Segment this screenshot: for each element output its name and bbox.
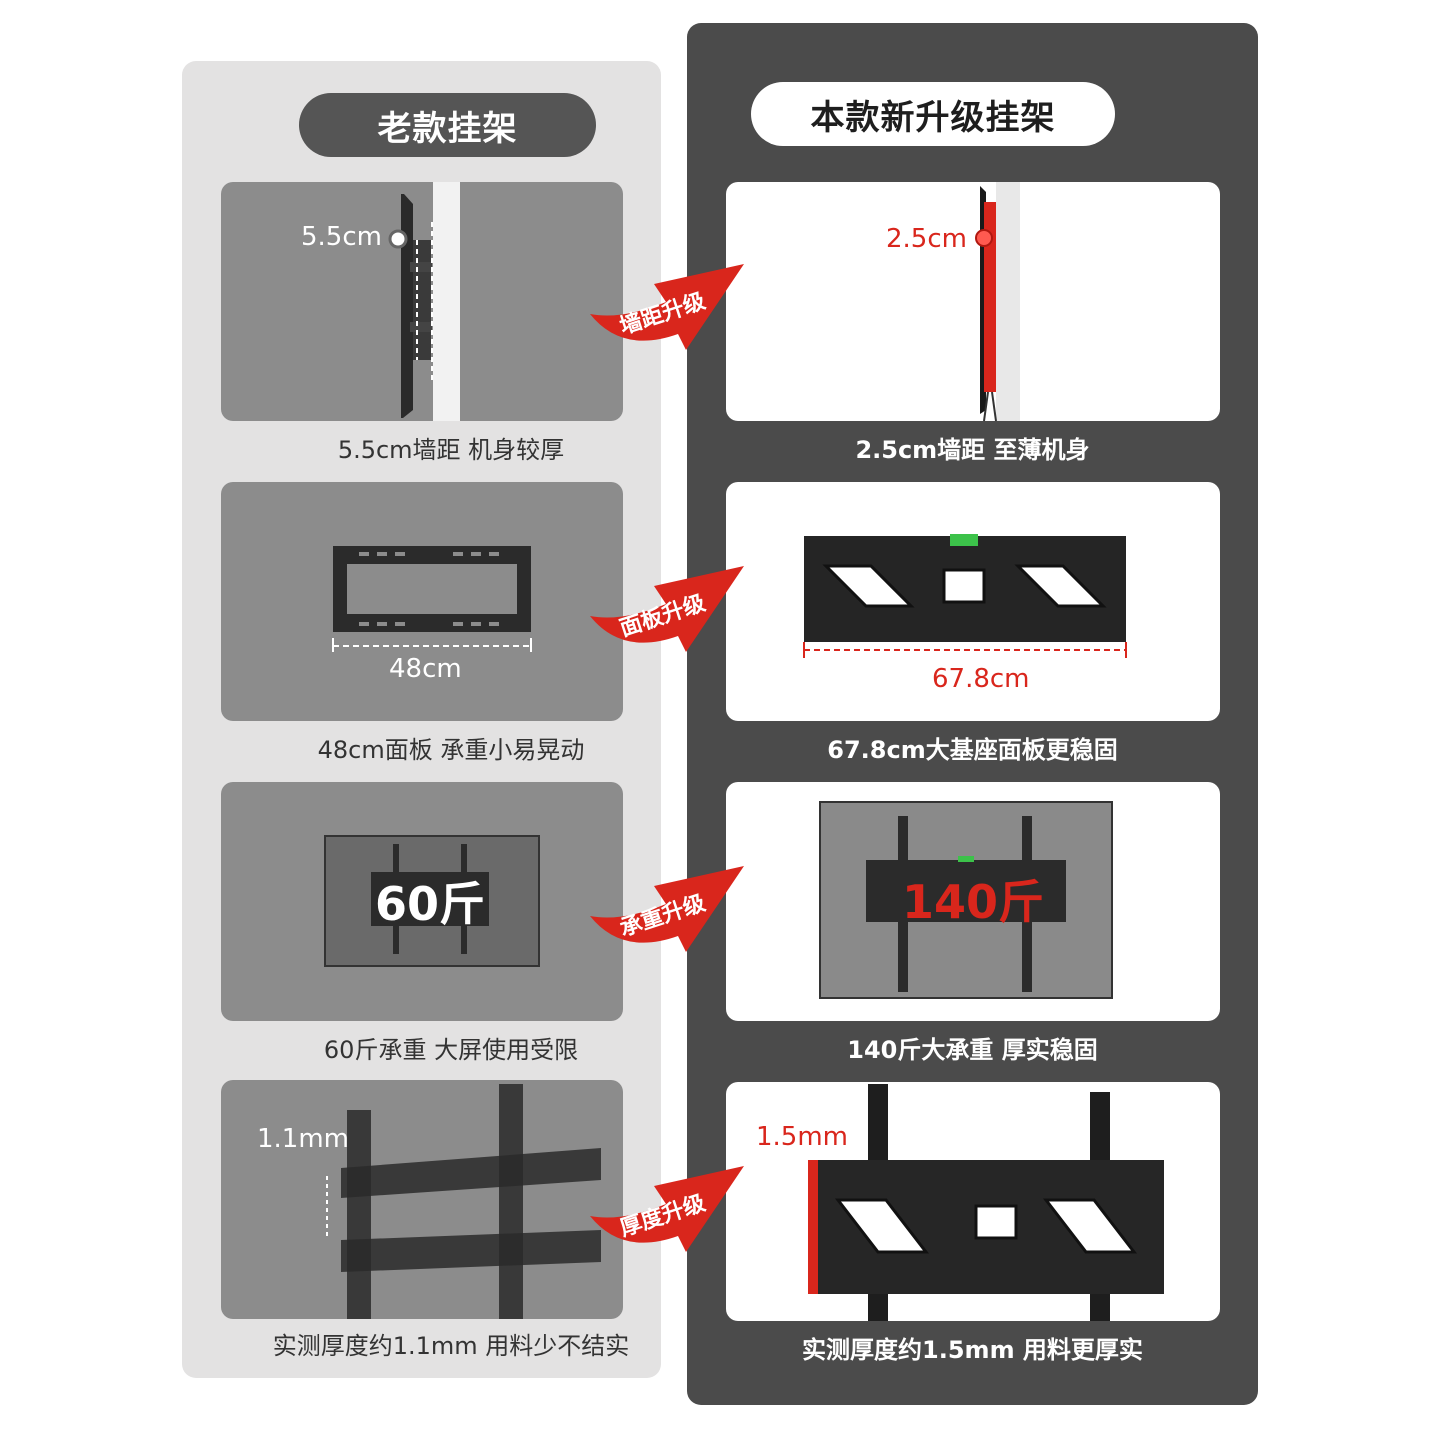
old-bracket-angle-icon	[326, 1084, 601, 1319]
red-arrow-icon	[590, 264, 744, 350]
new-load-caption: 140斤大承重 厚实稳固	[847, 1036, 1098, 1064]
new-side-profile-icon	[975, 182, 1020, 421]
new-thickness-value: 1.5mm	[756, 1122, 849, 1152]
old-wall-distance-value: 5.5cm	[301, 222, 382, 252]
upgrade-arrow-load: 承重升级	[582, 856, 752, 966]
old-load-image: 60斤	[221, 782, 623, 1021]
old-wall-distance-image: 5.5cm	[221, 182, 623, 421]
new-wall-distance-image: 2.5cm	[726, 182, 1220, 421]
new-load-image: 140斤	[726, 782, 1220, 1021]
old-panel-value: 48cm	[389, 654, 462, 684]
old-panel-caption: 48cm面板 承重小易晃动	[317, 736, 585, 764]
old-bracket-front-icon	[324, 835, 540, 967]
new-panel-value: 67.8cm	[932, 664, 1030, 694]
new-load-value: 140斤	[902, 875, 1045, 929]
upgrade-arrow-wall-distance: 墙距升级	[582, 254, 752, 364]
new-wall-distance-value: 2.5cm	[886, 224, 967, 254]
old-panel-image: 48cm	[221, 482, 623, 721]
new-bracket-angle-icon	[808, 1084, 1164, 1321]
new-bracket-front-icon	[819, 801, 1113, 999]
old-load-caption: 60斤承重 大屏使用受限	[323, 1036, 579, 1064]
old-thickness-value: 1.1mm	[257, 1124, 350, 1154]
old-wall-distance-caption: 5.5cm墙距 机身较厚	[337, 436, 565, 464]
new-thickness-caption: 实测厚度约1.5mm 用料更厚实	[802, 1336, 1143, 1364]
red-arrow-icon	[590, 1166, 744, 1252]
upgrade-arrow-panel: 面板升级	[582, 556, 752, 666]
old-bracket-title: 老款挂架	[299, 93, 596, 157]
new-bracket-title: 本款新升级挂架	[751, 82, 1115, 146]
new-wall-distance-caption: 2.5cm墙距 至薄机身	[855, 436, 1090, 464]
old-panel-icon	[332, 546, 532, 652]
new-thickness-image: 1.5mm	[726, 1082, 1220, 1321]
old-thickness-image: 1.1mm	[221, 1080, 623, 1319]
old-side-profile-icon	[388, 182, 460, 421]
red-arrow-icon	[590, 566, 744, 652]
red-arrow-icon	[590, 866, 744, 952]
new-panel-image: 67.8cm	[726, 482, 1220, 721]
upgrade-arrow-thickness: 厚度升级	[582, 1156, 752, 1266]
old-thickness-caption: 实测厚度约1.1mm 用料少不结实	[272, 1332, 630, 1360]
new-panel-caption: 67.8cm大基座面板更稳固	[827, 736, 1118, 764]
old-load-value: 60斤	[375, 877, 486, 931]
new-panel-icon	[803, 534, 1127, 658]
